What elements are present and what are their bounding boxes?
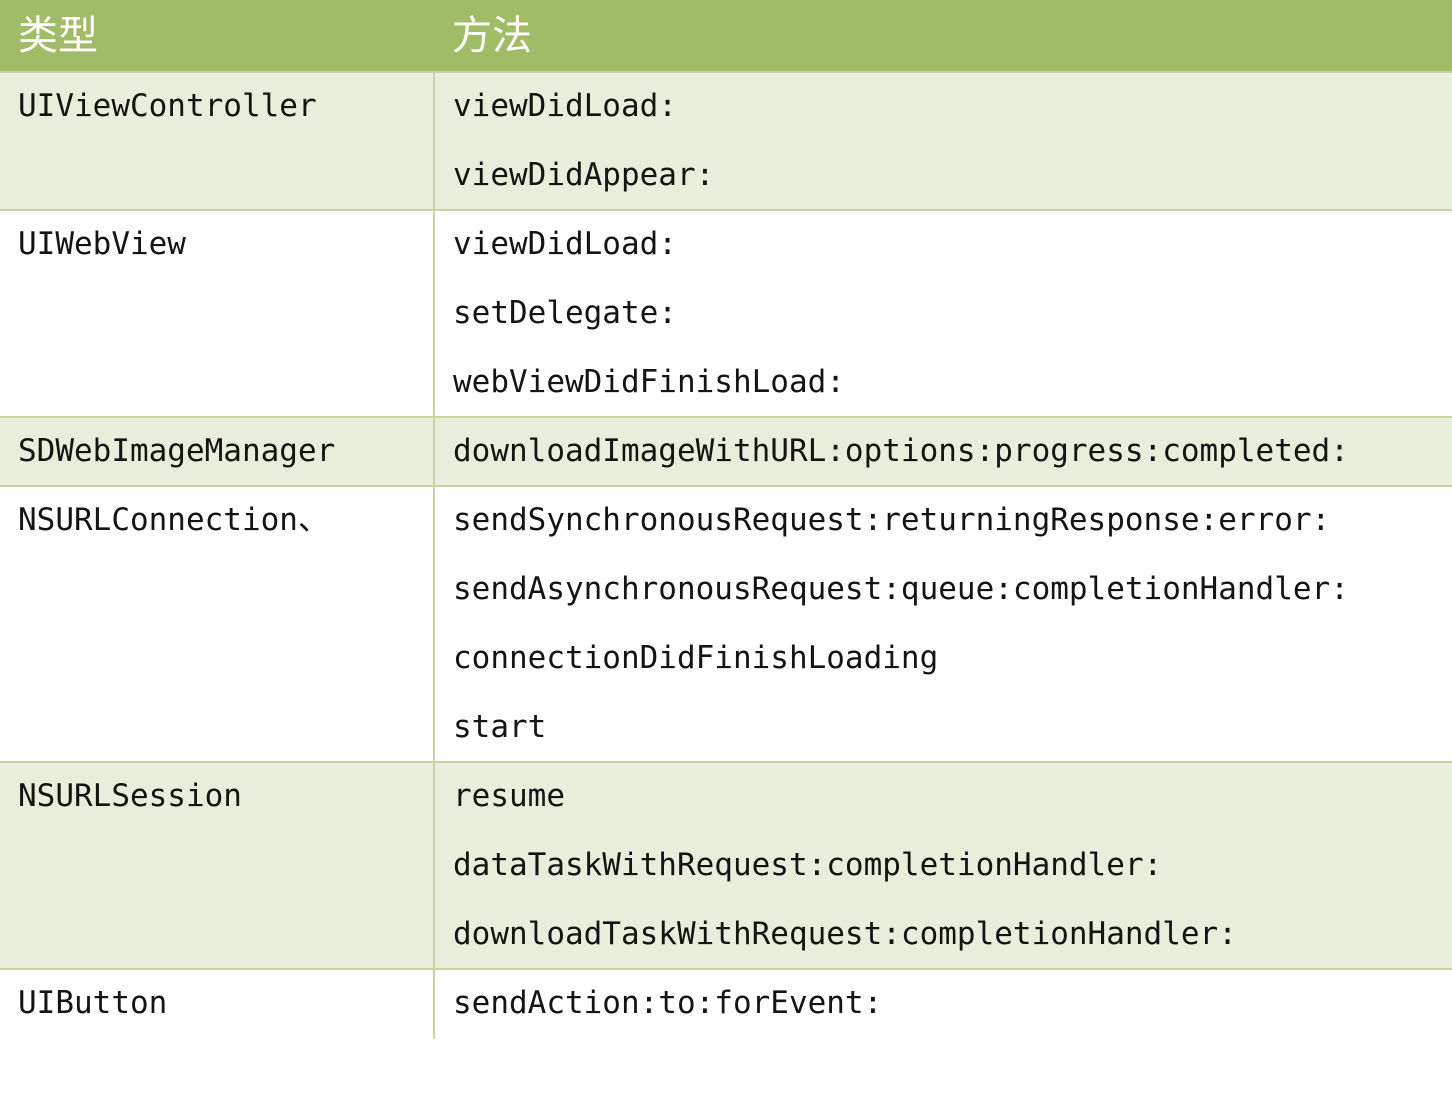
table-row: UIViewController viewDidLoad: viewDidAppea…	[0, 71, 1452, 210]
cell-type: NSURLConnection、	[0, 485, 435, 762]
table-body: UIViewController viewDidLoad: viewDidAppea…	[0, 71, 1452, 1039]
method-name: sendAsynchronousRequest:queue:completion…	[453, 571, 1349, 607]
type-label: NSURLSession	[18, 778, 242, 814]
method-name: resume	[453, 778, 565, 814]
type-label: SDWebImageManager	[18, 433, 336, 469]
method-name: viewDidLoad:	[453, 88, 677, 124]
method-name: viewDidAppear:	[453, 157, 715, 193]
table-row: NSURLConnection、 sendSynchronousRequest:r…	[0, 485, 1452, 762]
table-header: 类型 方法	[0, 0, 1452, 72]
cell-type: NSURLSession	[0, 761, 435, 969]
type-label: UIWebView	[18, 226, 186, 262]
method-name: start	[453, 709, 547, 745]
cell-method: sendAction:to:forEvent:	[434, 968, 1452, 1039]
method-name: downloadImageWithURL:options:progress:co…	[453, 433, 1349, 469]
cell-method: downloadImageWithURL:options:progress:co…	[434, 416, 1452, 486]
method-name: sendSynchronousRequest:returningResponse…	[453, 502, 1331, 538]
cell-type: SDWebImageManager	[0, 416, 435, 486]
cell-type: UIButton	[0, 968, 435, 1039]
method-name: setDelegate:	[453, 295, 677, 331]
cell-method: viewDidLoad: setDelegate: webViewDidFinish…	[434, 209, 1452, 417]
method-name: sendAction:to:forEvent:	[453, 985, 883, 1021]
column-header-method: 方法	[452, 12, 532, 58]
cell-method: viewDidLoad: viewDidAppear:	[434, 71, 1452, 210]
table-header-row: 类型 方法	[0, 0, 1452, 72]
type-label: NSURLConnection、	[18, 502, 329, 538]
type-label: UIButton	[18, 985, 168, 1021]
method-name: webViewDidFinishLoad:	[453, 364, 845, 400]
cell-method: resume dataTaskWithRequest:completionHand…	[434, 761, 1452, 969]
table-row: SDWebImageManager downloadImageWithURL:op…	[0, 416, 1452, 486]
type-label: UIViewController	[18, 88, 317, 124]
column-header-type: 类型	[18, 12, 98, 58]
cell-type: UIWebView	[0, 209, 435, 417]
table-row: UIWebView viewDidLoad: setDelegate: webView…	[0, 209, 1452, 417]
method-name: downloadTaskWithRequest:completionHandle…	[453, 916, 1237, 952]
cell-method: sendSynchronousRequest:returningResponse…	[434, 485, 1452, 762]
table-row: UIButton sendAction:to:forEvent:	[0, 968, 1452, 1039]
method-name: viewDidLoad:	[453, 226, 677, 262]
cell-type: UIViewController	[0, 71, 435, 210]
method-name: dataTaskWithRequest:completionHandler:	[453, 847, 1163, 883]
method-name: connectionDidFinishLoading	[453, 640, 939, 676]
table-row: NSURLSession resume dataTaskWithRequest:co…	[0, 761, 1452, 969]
